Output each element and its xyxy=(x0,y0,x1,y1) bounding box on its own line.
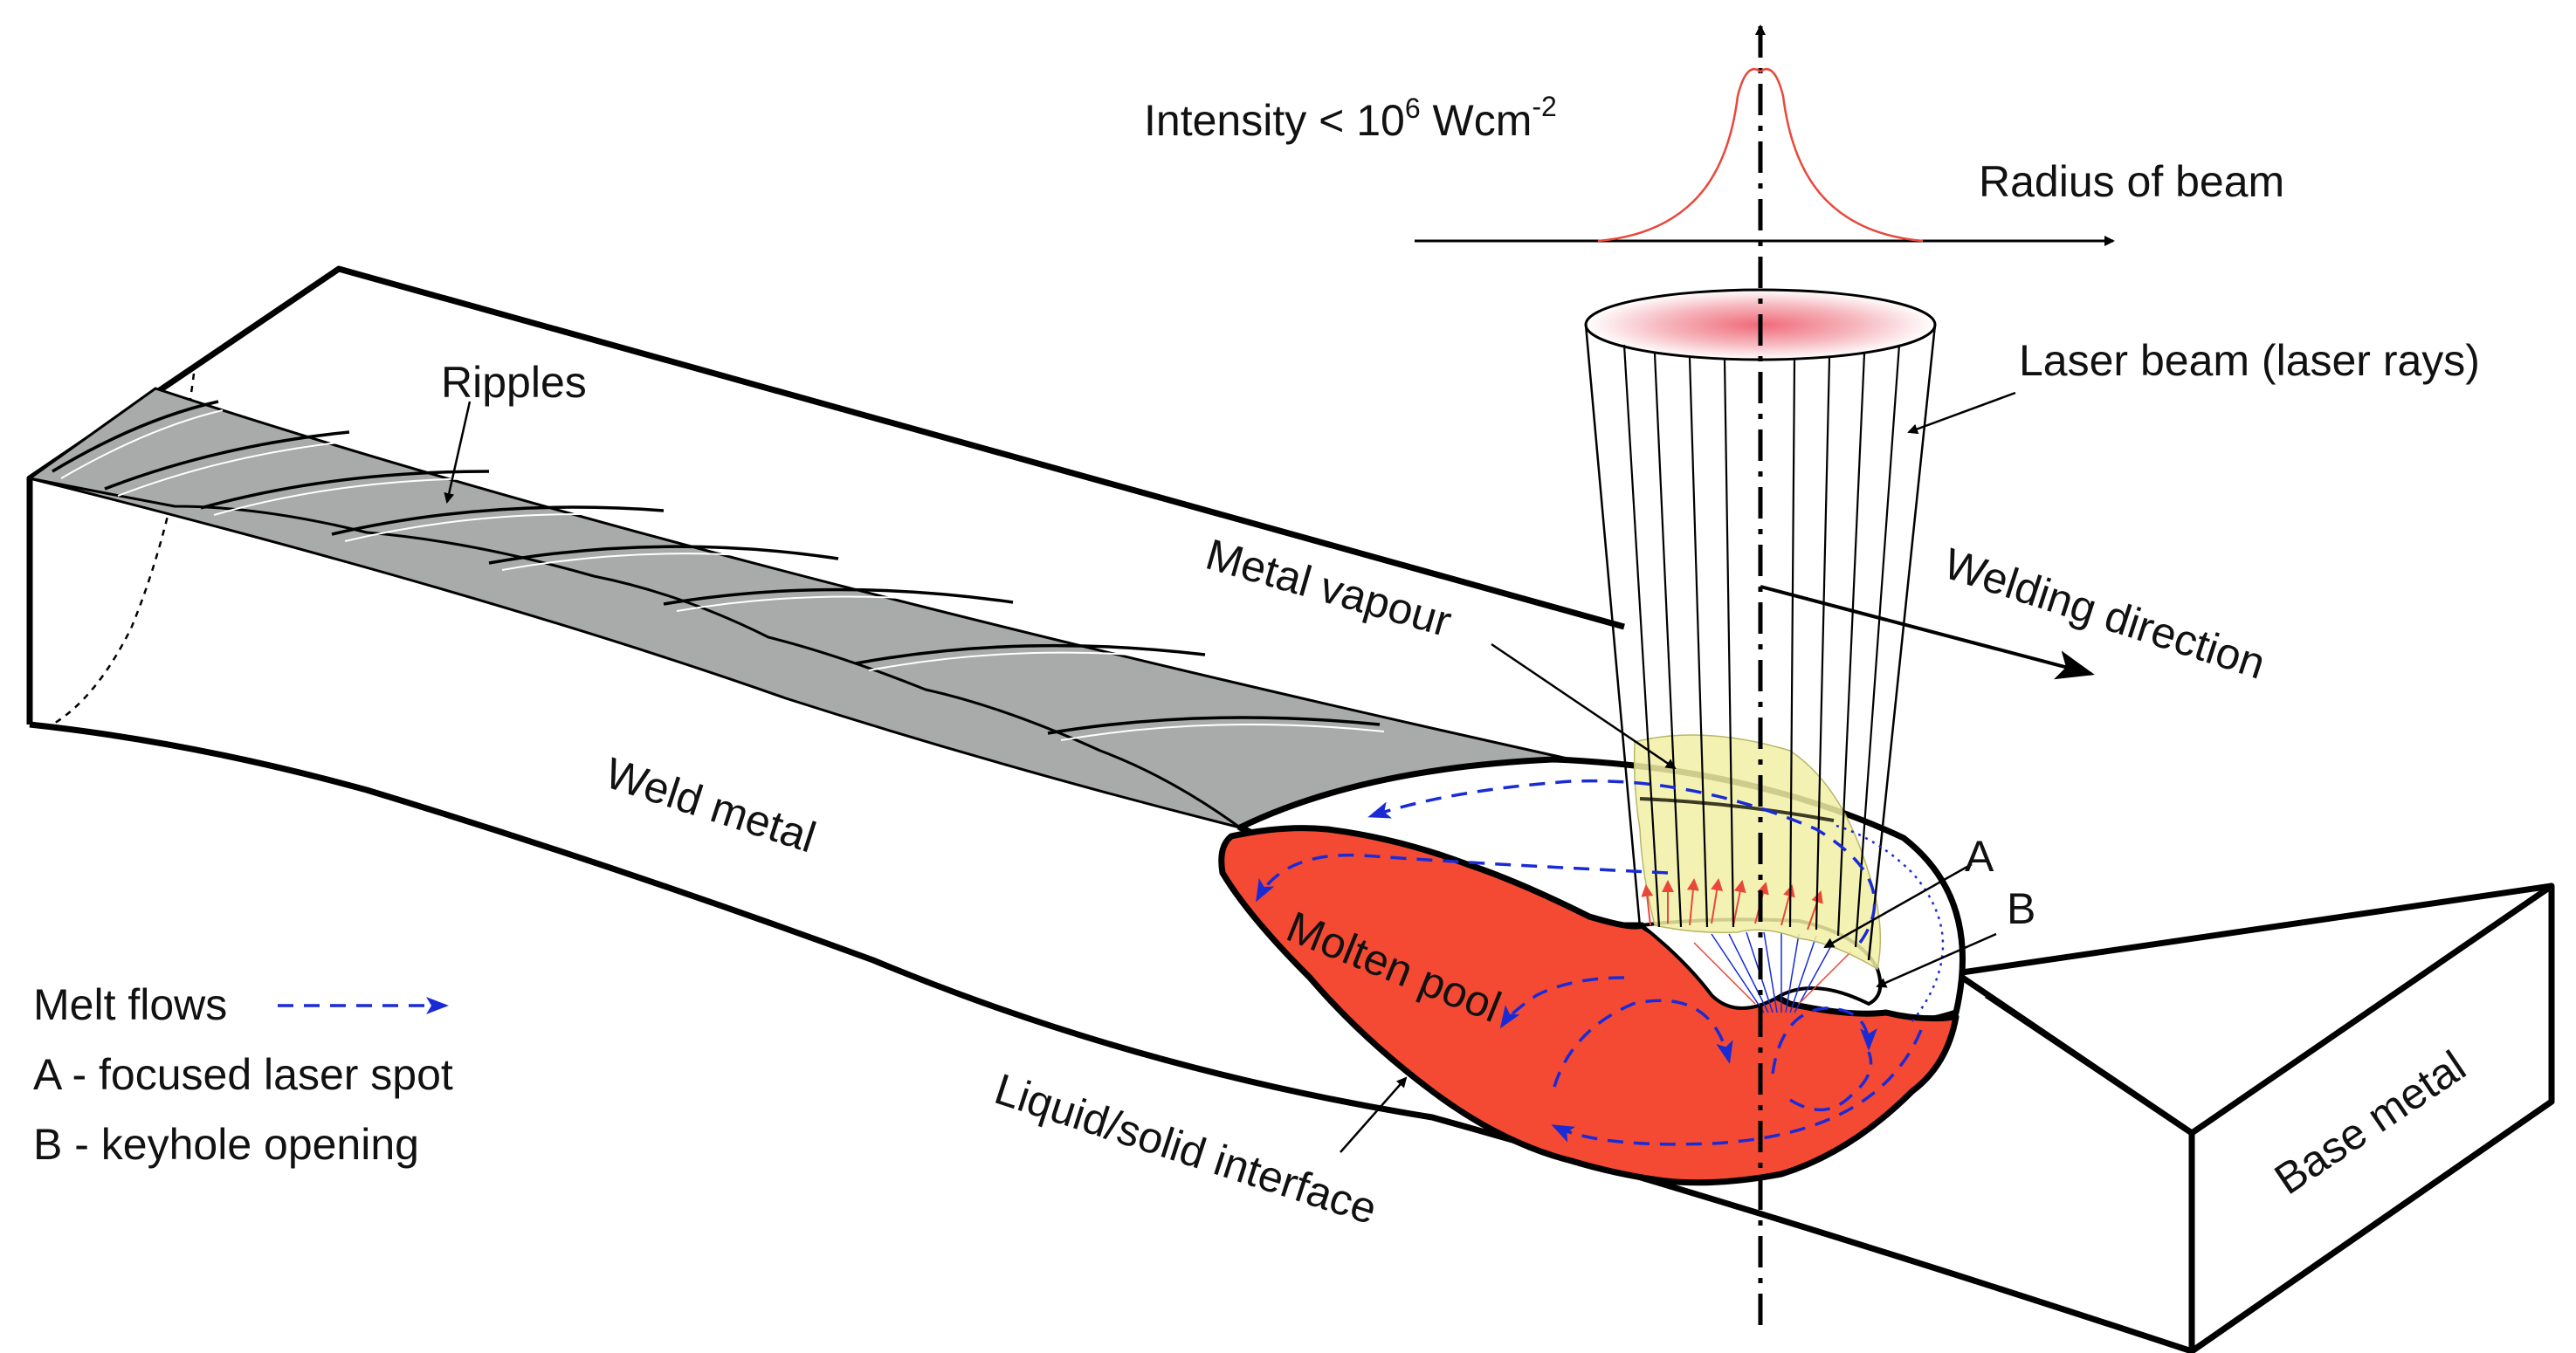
point-a-label: A xyxy=(1965,832,1994,881)
welding-direction-arrow xyxy=(1760,585,2095,680)
keyhole-red-rays xyxy=(1693,942,1852,1005)
ripple-lines xyxy=(52,400,1381,735)
liquid-solid-interface-label: Liquid/solid interface xyxy=(989,1064,1383,1233)
point-b-label: B xyxy=(2007,884,2035,933)
keyhole-rays xyxy=(1711,931,1835,1013)
welding-direction-label: Welding direction xyxy=(1939,539,2271,688)
laser-beam-label: Laser beam (laser rays) xyxy=(2019,336,2480,385)
radius-of-beam-label: Radius of beam xyxy=(1979,157,2284,206)
legend-a-desc: A - focused laser spot xyxy=(33,1050,453,1099)
molten-pool-shape xyxy=(1218,825,1960,1186)
legend-b-desc: B - keyhole opening xyxy=(33,1120,419,1169)
block-outline xyxy=(26,265,1625,725)
vapour-band xyxy=(1639,797,1835,822)
intensity-curve xyxy=(1597,68,1924,243)
legend-melt-flows: Melt flows xyxy=(33,980,227,1029)
legend: Melt flows A - focused laser spot B - ke… xyxy=(33,980,453,1169)
ripples-label: Ripples xyxy=(441,358,587,407)
pointer-lines xyxy=(444,391,2016,1153)
intensity-label: Intensity < 106 Wcm-2 xyxy=(1144,91,1557,145)
intensity-profile xyxy=(1415,68,2115,246)
melt-flow-arrows xyxy=(1256,779,1945,1146)
laser-rays xyxy=(1622,344,1901,948)
